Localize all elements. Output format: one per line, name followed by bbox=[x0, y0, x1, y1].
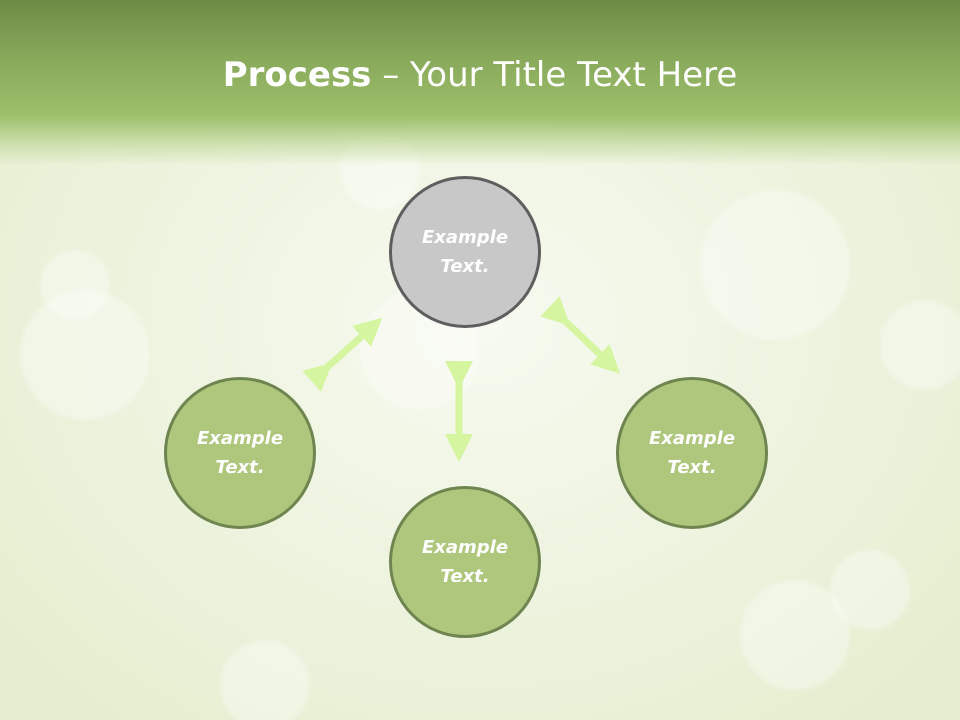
node-left-label: Example Text. bbox=[196, 428, 284, 478]
bokeh-circle bbox=[20, 290, 150, 420]
title-bold: Process bbox=[222, 55, 372, 95]
bokeh-circle bbox=[40, 250, 110, 320]
bokeh-circle bbox=[740, 580, 850, 690]
node-center[interactable]: Example Text. bbox=[389, 176, 541, 328]
node-center-label: Example Text. bbox=[421, 227, 509, 277]
bokeh-circle bbox=[880, 300, 960, 390]
node-bottom-label: Example Text. bbox=[421, 537, 509, 587]
node-bottom[interactable]: Example Text. bbox=[389, 486, 541, 638]
page-title: Process – Your Title Text Here bbox=[0, 52, 960, 98]
title-rest: – Your Title Text Here bbox=[371, 55, 738, 95]
node-right[interactable]: Example Text. bbox=[616, 377, 768, 529]
bokeh-circle bbox=[220, 640, 310, 720]
bokeh-circle bbox=[830, 550, 910, 630]
node-right-label: Example Text. bbox=[648, 428, 736, 478]
bokeh-circle bbox=[700, 190, 850, 340]
title-bar bbox=[0, 0, 960, 165]
node-left[interactable]: Example Text. bbox=[164, 377, 316, 529]
